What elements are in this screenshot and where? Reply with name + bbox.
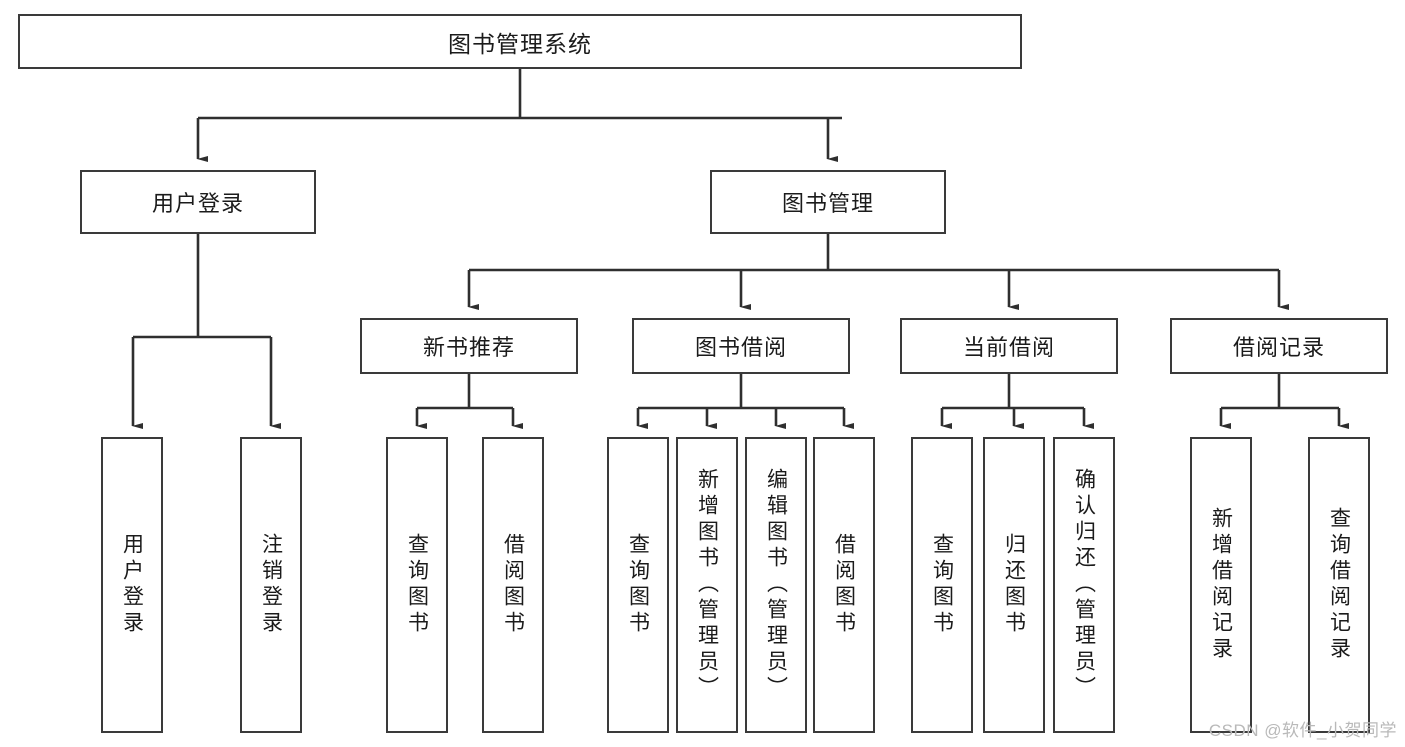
leaf-query-record[interactable]: 查询借阅记录 — [1308, 437, 1370, 733]
leaf-add-book-label: 新增图书（管理员） — [695, 468, 719, 702]
node-borrow-record[interactable]: 借阅记录 — [1170, 318, 1388, 374]
leaf-borrow-book-1[interactable]: 借阅图书 — [482, 437, 544, 733]
node-book-manage[interactable]: 图书管理 — [710, 170, 946, 234]
leaf-query-book-1[interactable]: 查询图书 — [386, 437, 448, 733]
leaf-query-book-1-label: 查询图书 — [405, 533, 429, 637]
node-current-borrow[interactable]: 当前借阅 — [900, 318, 1118, 374]
leaf-edit-book-label: 编辑图书（管理员） — [764, 468, 788, 702]
node-book-borrow[interactable]: 图书借阅 — [632, 318, 850, 374]
leaf-borrow-book-1-label: 借阅图书 — [501, 533, 525, 637]
leaf-user-login[interactable]: 用户登录 — [101, 437, 163, 733]
leaf-query-book-2-label: 查询图书 — [626, 533, 650, 637]
node-book-manage-label: 图书管理 — [781, 191, 874, 216]
node-new-book-recommend-label: 新书推荐 — [422, 335, 515, 360]
leaf-add-record-label: 新增借阅记录 — [1209, 507, 1233, 663]
leaf-user-logout-label: 注销登录 — [259, 533, 283, 637]
leaf-add-record[interactable]: 新增借阅记录 — [1190, 437, 1252, 733]
leaf-confirm-return[interactable]: 确认归还（管理员） — [1053, 437, 1115, 733]
node-current-borrow-label: 当前借阅 — [962, 335, 1055, 360]
leaf-confirm-return-label: 确认归还（管理员） — [1072, 468, 1096, 702]
node-user-login-label: 用户登录 — [151, 191, 244, 216]
leaf-add-book[interactable]: 新增图书（管理员） — [676, 437, 738, 733]
node-root-label: 图书管理系统 — [448, 30, 592, 57]
leaf-query-book-2[interactable]: 查询图书 — [607, 437, 669, 733]
leaf-user-login-label: 用户登录 — [120, 533, 144, 637]
node-root[interactable]: 图书管理系统 — [18, 14, 1022, 69]
leaf-user-logout[interactable]: 注销登录 — [240, 437, 302, 733]
leaf-query-book-3[interactable]: 查询图书 — [911, 437, 973, 733]
leaf-return-book-label: 归还图书 — [1002, 533, 1026, 637]
node-borrow-record-label: 借阅记录 — [1232, 335, 1325, 360]
leaf-edit-book[interactable]: 编辑图书（管理员） — [745, 437, 807, 733]
leaf-query-book-3-label: 查询图书 — [930, 533, 954, 637]
leaf-return-book[interactable]: 归还图书 — [983, 437, 1045, 733]
leaf-query-record-label: 查询借阅记录 — [1327, 507, 1351, 663]
node-user-login[interactable]: 用户登录 — [80, 170, 316, 234]
leaf-borrow-book-2[interactable]: 借阅图书 — [813, 437, 875, 733]
csdn-watermark: CSDN @软件_小贺同学 — [1208, 721, 1397, 740]
node-book-borrow-label: 图书借阅 — [694, 335, 787, 360]
leaf-borrow-book-2-label: 借阅图书 — [832, 533, 856, 637]
node-new-book-recommend[interactable]: 新书推荐 — [360, 318, 578, 374]
